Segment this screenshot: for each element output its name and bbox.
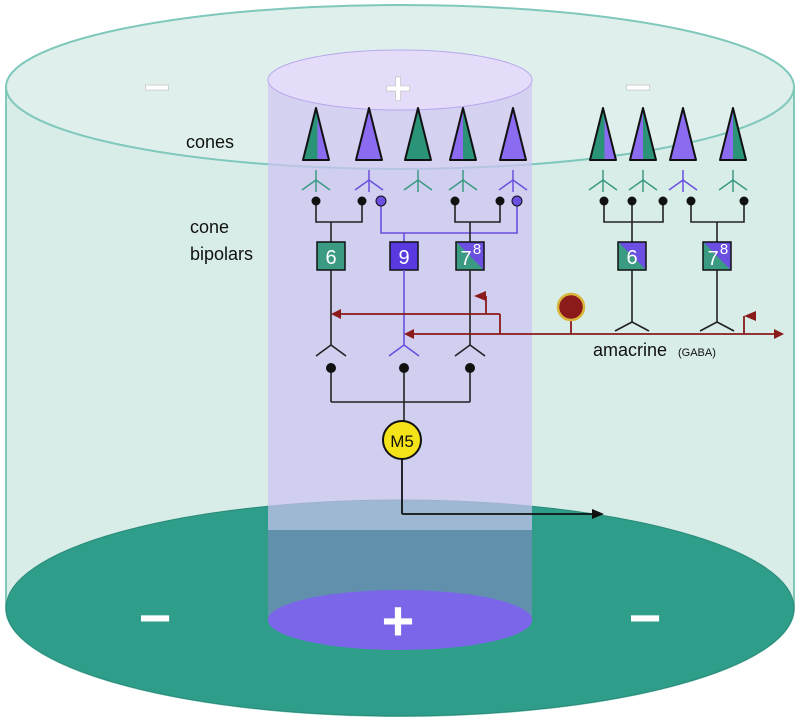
- amacrine-cell: [335, 296, 780, 335]
- cone-8: [669, 107, 697, 161]
- cone-5: [499, 107, 527, 161]
- axon-terminals: [315, 321, 735, 357]
- cone-2: [355, 107, 383, 161]
- m5-label: M5: [390, 432, 414, 451]
- center-disk: [268, 590, 532, 650]
- bipolar-6-right-label: 6: [626, 247, 637, 269]
- cone-1: [302, 107, 330, 161]
- label-amacrine-gaba: (GABA): [678, 347, 716, 359]
- cone-9: [719, 107, 747, 161]
- bipolar-6-left-label: 6: [325, 247, 336, 269]
- label-cone-bipolars-1: cone: [190, 217, 229, 237]
- bipolar-dendrites-left: [315, 201, 518, 244]
- m5-axon: [401, 459, 594, 515]
- sign-top-left: −: [144, 61, 171, 113]
- amacrine-soma: [556, 292, 586, 322]
- sign-top-center: +: [385, 62, 412, 114]
- bipolar-dendrites-right: [603, 201, 745, 244]
- label-cones: cones: [186, 132, 234, 152]
- sign-bottom-left: −: [139, 586, 172, 649]
- m5-dendrite-dots: [326, 363, 475, 373]
- bipolar-9-label: 9: [398, 247, 409, 269]
- bipolar-6-right: [617, 241, 647, 271]
- cones-row: [302, 107, 747, 161]
- bipolar-78-right-label-a: 7: [707, 248, 718, 270]
- bipolar-78-left-label-a: 7: [460, 248, 471, 270]
- m5-dendrites: [330, 368, 471, 423]
- sign-top-right: −: [625, 61, 652, 113]
- cone-4: [449, 107, 477, 161]
- amacrine-synapses: [331, 291, 784, 339]
- cone-7: [629, 107, 657, 161]
- cone-pedicles: [301, 170, 748, 192]
- bipolar-9: [389, 241, 419, 271]
- center-column-top: [267, 49, 533, 111]
- cone-3: [404, 107, 432, 161]
- sign-bottom-center: +: [382, 589, 415, 652]
- cone-6: [589, 107, 617, 161]
- label-amacrine: amacrine: [593, 340, 667, 360]
- dendrite-dots: [311, 195, 749, 207]
- bipolar-axons: [330, 270, 718, 345]
- bipolar-boxes: [316, 241, 732, 271]
- label-cone-bipolars-2: bipolars: [190, 244, 253, 264]
- bipolar-78-right-label-b: 8: [720, 241, 728, 258]
- bipolar-78-left-label-b: 8: [473, 241, 481, 258]
- m5-axon-arrowhead: [592, 509, 604, 519]
- sign-bottom-right: −: [629, 586, 662, 649]
